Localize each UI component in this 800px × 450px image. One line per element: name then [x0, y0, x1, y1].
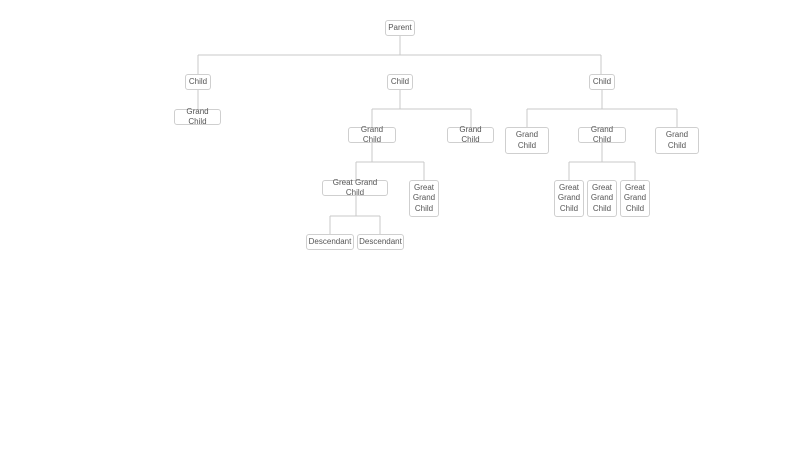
node-label: Grand Child — [590, 124, 614, 145]
tree-node-grand-child-2-1[interactable]: Grand Child — [348, 124, 396, 145]
node-label: Child — [188, 76, 208, 86]
node-label: Great Grand Child — [590, 182, 614, 213]
node-label: Descendant — [308, 236, 352, 246]
node-label: Parent — [388, 22, 412, 32]
node-label: Child — [592, 76, 612, 86]
node-label: Grand Child — [665, 130, 689, 150]
node-label: Great Grand Child — [557, 182, 581, 213]
tree-node-child-1[interactable]: Child — [185, 74, 211, 90]
tree-node-grand-child-3-2[interactable]: Grand Child — [578, 124, 626, 145]
tree-node-great-grand-child-3-2-1[interactable]: Great Grand Child — [554, 180, 584, 217]
node-label: Grand Child — [515, 130, 539, 150]
node-label: Descendant — [359, 236, 402, 246]
tree-node-great-grand-child-2-1-1[interactable]: Great Grand Child — [322, 177, 388, 198]
node-label: Grand Child — [360, 124, 384, 145]
tree-node-grand-child-3-1[interactable]: Grand Child — [505, 127, 549, 154]
tree-node-descendant-1[interactable]: Descendant — [306, 234, 354, 250]
node-label: Great Grand Child — [623, 182, 647, 213]
tree-node-grand-child-3-3[interactable]: Grand Child — [655, 127, 699, 154]
node-label: Grand Child — [186, 106, 209, 127]
tree-node-grand-child-1-1[interactable]: Grand Child — [174, 106, 221, 127]
tree-node-great-grand-child-3-2-2[interactable]: Great Grand Child — [587, 180, 617, 217]
tree-node-great-grand-child-2-1-2[interactable]: Great Grand Child — [409, 180, 439, 217]
tree-node-great-grand-child-3-2-3[interactable]: Great Grand Child — [620, 180, 650, 217]
node-label: Child — [390, 76, 410, 86]
tree-node-child-2[interactable]: Child — [387, 74, 413, 90]
tree-node-descendant-2[interactable]: Descendant — [357, 234, 404, 250]
tree-node-grand-child-2-2[interactable]: Grand Child — [447, 124, 494, 145]
tree-node-parent[interactable]: Parent — [385, 20, 415, 36]
node-label: Great Grand Child — [332, 177, 378, 198]
tree-node-child-3[interactable]: Child — [589, 74, 615, 90]
node-label: Great Grand Child — [412, 182, 436, 213]
node-label: Grand Child — [459, 124, 482, 145]
